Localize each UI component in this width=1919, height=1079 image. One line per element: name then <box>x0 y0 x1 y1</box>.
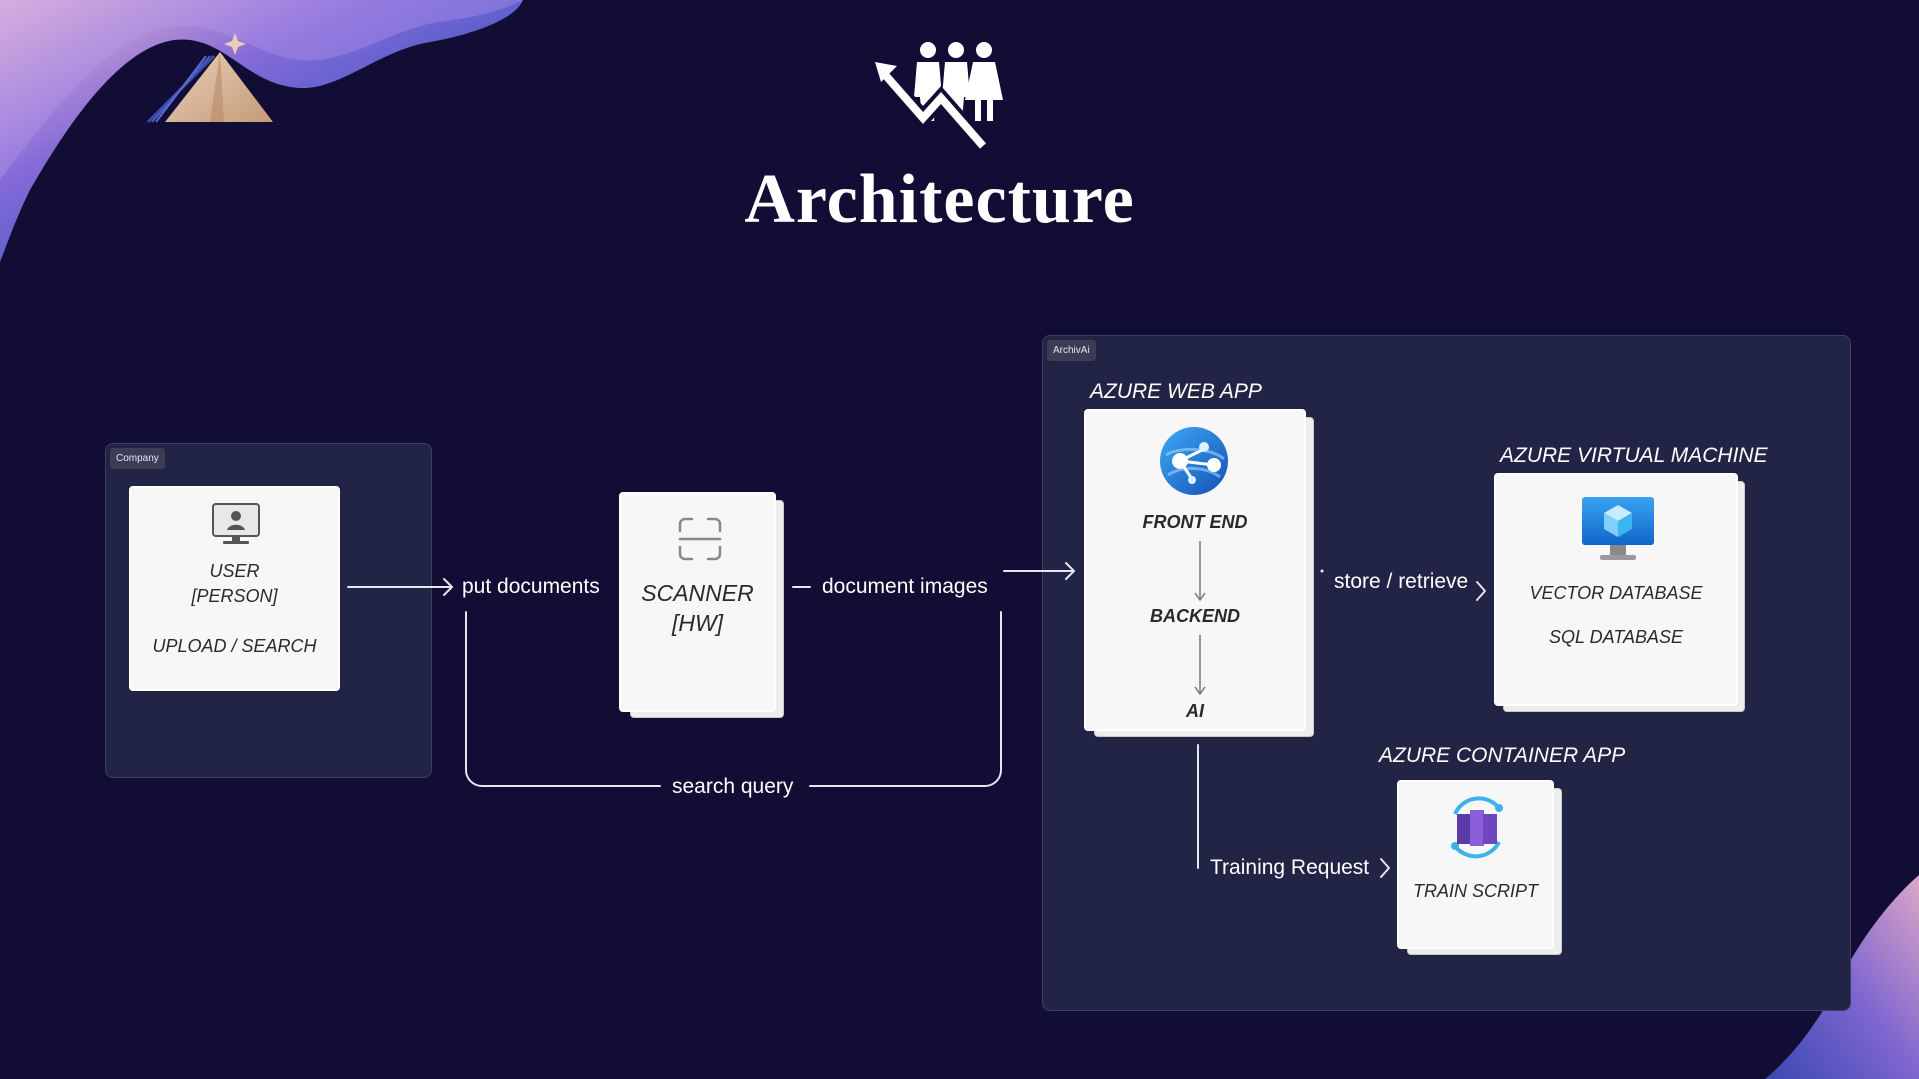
azure-container-app-icon <box>1451 796 1503 859</box>
training-request-label: Training Request <box>1204 856 1376 880</box>
azure-container-app-caption: AZURE CONTAINER APP <box>1379 744 1626 767</box>
azure-web-app-icon <box>1160 427 1228 495</box>
sql-database-label: SQL DATABASE <box>1548 627 1684 647</box>
top-left-swoosh <box>0 0 523 262</box>
container-card[interactable]: TRAIN SCRIPT <box>1397 780 1554 949</box>
front-end-label: FRONT END <box>1142 512 1248 532</box>
ai-label: AI <box>1186 701 1204 721</box>
azure-vm-icon <box>1582 497 1654 560</box>
company-group-tag: Company <box>110 448 165 469</box>
vm-card[interactable]: VECTOR DATABASE SQL DATABASE <box>1494 473 1738 706</box>
brand-logo-icon <box>146 33 273 124</box>
user-card-title: USER <box>209 561 260 581</box>
monitor-user-icon <box>212 503 260 544</box>
user-card-action: UPLOAD / SEARCH <box>152 636 317 656</box>
document-images-label: document images <box>816 575 994 599</box>
scan-icon <box>678 517 722 561</box>
vector-database-label: VECTOR DATABASE <box>1529 583 1703 603</box>
front-to-backend-arrow <box>1194 541 1206 602</box>
web-app-card[interactable]: FRONT END BACKEND AI <box>1084 409 1306 731</box>
backend-label: BACKEND <box>1150 606 1240 626</box>
archivai-group-tag: ArchivAi <box>1047 340 1096 361</box>
user-card[interactable]: USER [PERSON] UPLOAD / SEARCH <box>129 486 340 691</box>
azure-vm-caption: AZURE VIRTUAL MACHINE <box>1500 444 1768 467</box>
scanner-card[interactable]: SCANNER [HW] <box>619 492 776 712</box>
page-title: Architecture <box>744 161 1135 238</box>
scanner-card-title: SCANNER <box>641 580 754 606</box>
search-query-label: search query <box>666 775 800 799</box>
azure-web-app-caption: AZURE WEB APP <box>1090 380 1262 403</box>
user-card-role: [PERSON] <box>191 586 278 606</box>
train-script-label: TRAIN SCRIPT <box>1412 881 1538 901</box>
scanner-card-type: [HW] <box>671 610 724 636</box>
team-growth-icon <box>874 42 1003 152</box>
store-retrieve-label: store / retrieve <box>1328 570 1475 594</box>
put-documents-label: put documents <box>456 575 606 599</box>
backend-to-ai-arrow <box>1194 635 1206 696</box>
